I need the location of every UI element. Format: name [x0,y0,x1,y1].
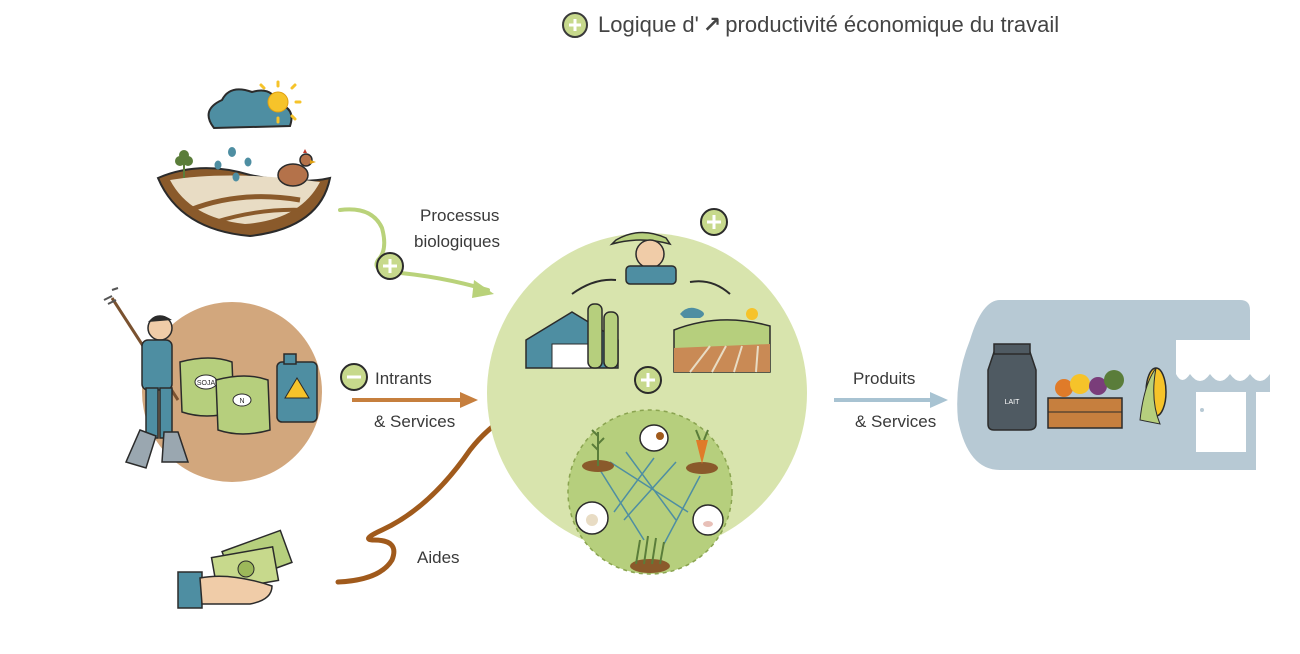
hand-icon [199,575,273,605]
grass-icon [630,535,670,573]
plus-icon [562,12,588,38]
pesticide-can-icon [276,353,318,423]
header-title: Logique d' ↗ productivité économique du … [562,12,1059,38]
intrants-label-line1: Intrants [375,369,432,388]
system-plus-badge [634,366,662,394]
vegetable-crate-icon [1047,370,1124,429]
sun-icon [259,80,302,124]
farmer-with-pitchfork-icon [103,287,190,469]
nature-illustration [156,80,332,238]
header-suffix: productivité économique du travail [725,12,1060,37]
biodiversity-circle [567,409,733,575]
processus-label-line2: biologiques [414,232,501,251]
soja-bag-label: SOJA [197,380,216,387]
nitrogen-bag-icon: N [215,375,271,435]
milk-can-icon: LAIT [987,343,1037,431]
field-cloud-icon [680,307,704,318]
rain-icon [214,147,252,182]
intrants-minus-badge [340,363,368,391]
nitrogen-bag-label: N [239,398,244,405]
arrow-up-right-icon: ↗ [702,12,722,37]
processus-label-line1: Processus [420,206,500,225]
cow-icon [639,424,669,452]
farm-system-circle [487,208,807,575]
market-illustration: LAIT [957,300,1270,470]
produits-label-line2: & Services [855,412,937,431]
intrants-label-line2: & Services [374,412,456,431]
produits-arrow [834,392,948,408]
hen-icon [277,149,316,187]
sleeve-icon [177,571,203,609]
farmer-plus-badge [700,208,728,236]
wheat-icon [582,429,614,472]
carrot-icon [686,429,718,474]
processus-plus-badge [376,252,404,280]
pig-icon [692,504,724,536]
milk-can-label: LAIT [1005,399,1021,406]
inputs-illustration: SOJA N [103,287,322,482]
farmer-head-icon [609,231,677,285]
subsidy-illustration [177,529,293,609]
intrants-arrow [352,392,478,408]
field-sun-icon [746,308,758,320]
barn-icon [525,303,619,369]
clover-icon [175,150,193,178]
produits-label-line1: Produits [853,369,916,388]
euro-coin-icon [237,560,255,578]
shop-awning-icon [1176,340,1270,452]
aides-label: Aides [417,548,460,567]
corn-icon [1139,367,1167,425]
field-icon [673,307,771,373]
sheep-icon [575,501,609,535]
header-prefix: Logique d' [598,12,699,37]
